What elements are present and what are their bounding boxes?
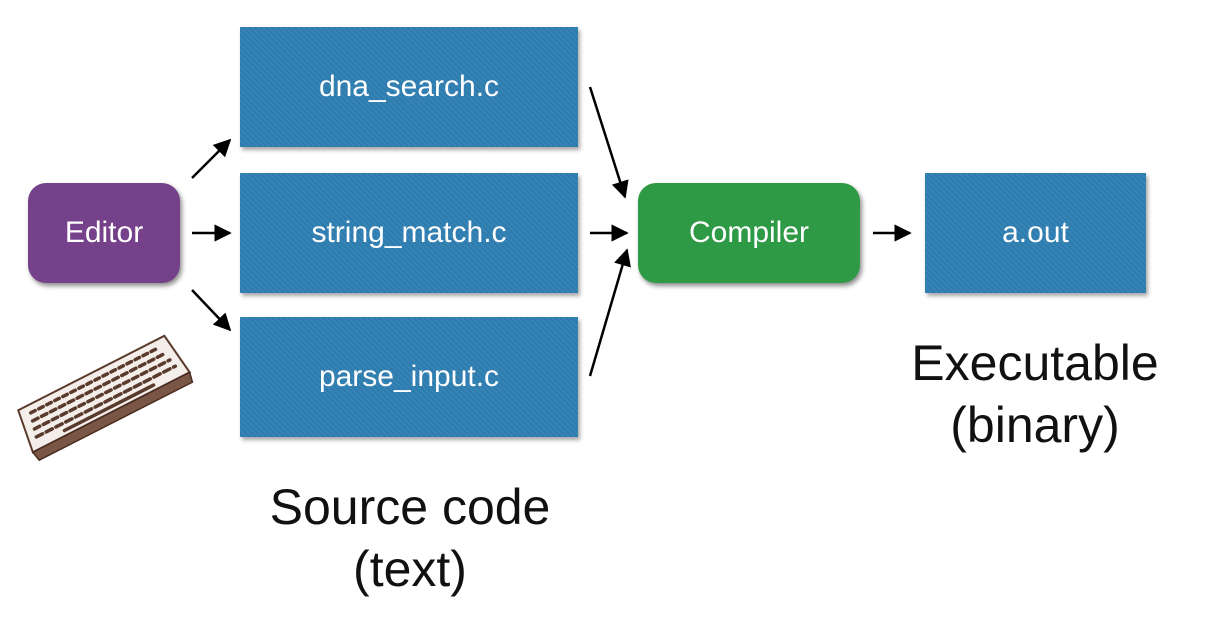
compiler-node: Compiler bbox=[638, 183, 860, 283]
editor-node: Editor bbox=[28, 183, 180, 283]
source-code-caption-line2: (text) bbox=[353, 541, 467, 597]
arrow-editor-to-file3 bbox=[191, 289, 232, 332]
executable-caption-line1: Executable bbox=[911, 335, 1159, 391]
keyboard-icon bbox=[16, 334, 194, 462]
file-dna-search-label: dna_search.c bbox=[318, 70, 500, 103]
file-dna-search: dna_search.c bbox=[240, 27, 578, 147]
executable-caption-line2: (binary) bbox=[950, 397, 1120, 453]
output-label: a.out bbox=[1002, 216, 1069, 249]
file-string-match-label: string_match.c bbox=[311, 216, 507, 249]
source-code-caption-line1: Source code bbox=[269, 479, 551, 535]
source-code-caption: Source code (text) bbox=[220, 476, 600, 600]
arrow-editor-to-file1 bbox=[191, 138, 232, 179]
file-string-match: string_match.c bbox=[240, 173, 578, 293]
executable-caption: Executable (binary) bbox=[880, 332, 1190, 456]
arrow-file3-to-compiler bbox=[588, 248, 631, 377]
compiler-label: Compiler bbox=[688, 216, 810, 249]
file-parse-input: parse_input.c bbox=[240, 317, 578, 437]
file-parse-input-label: parse_input.c bbox=[318, 360, 500, 393]
output-node: a.out bbox=[925, 173, 1146, 293]
arrow-file1-to-compiler bbox=[588, 86, 629, 199]
editor-label: Editor bbox=[64, 216, 144, 249]
